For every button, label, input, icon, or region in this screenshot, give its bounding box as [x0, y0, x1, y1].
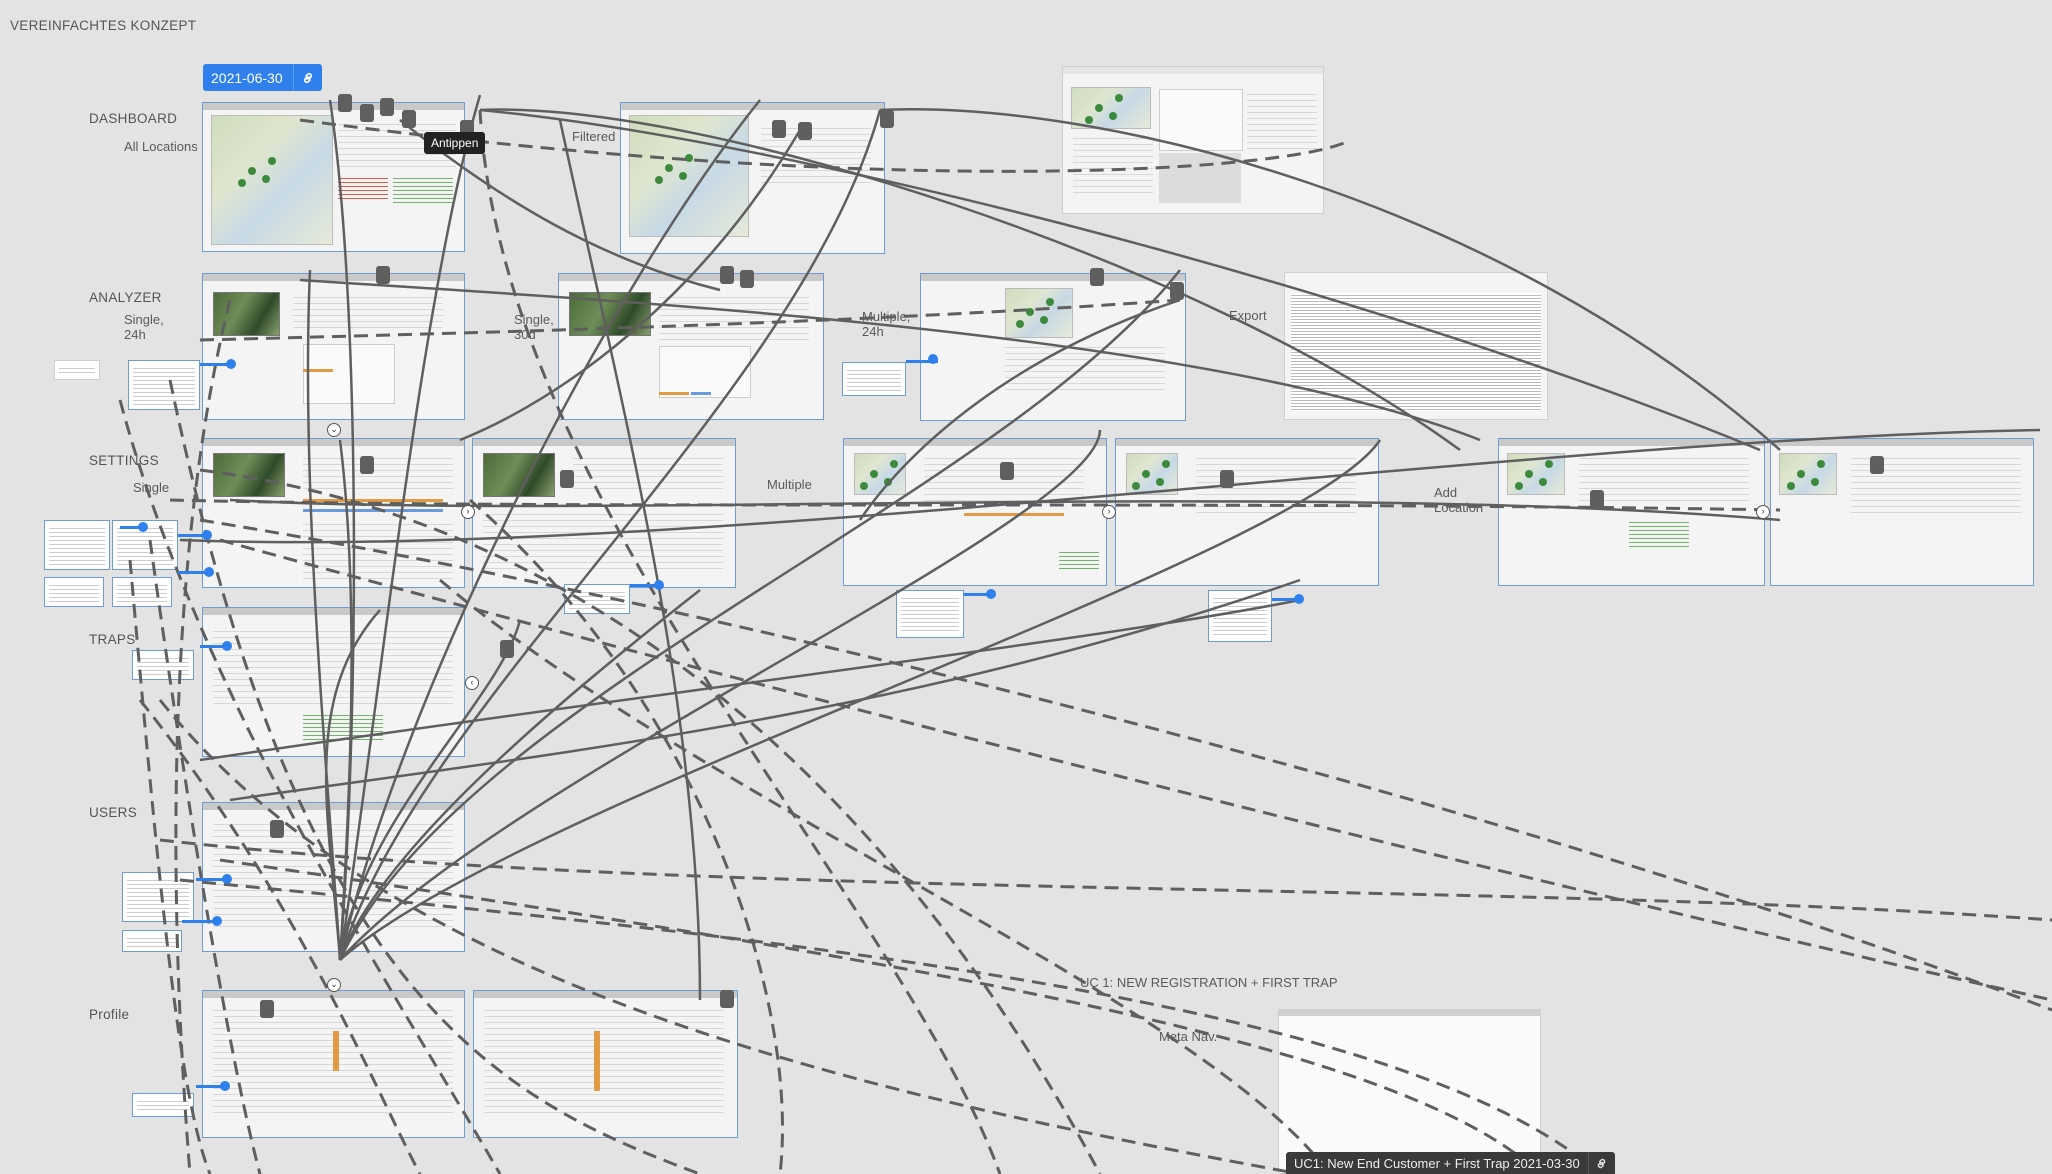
screen-settings-add-location-1[interactable] — [1498, 438, 1765, 586]
connector-plug-icon[interactable] — [880, 110, 894, 128]
link-handle-line — [178, 534, 206, 537]
frame-date-label[interactable]: 2021-06-30 — [203, 64, 322, 91]
overlay-note[interactable] — [44, 520, 110, 570]
connector-plug-icon[interactable] — [376, 266, 390, 284]
link-handle-line — [906, 360, 938, 363]
chevron-right-icon[interactable]: › — [1756, 505, 1770, 519]
link-handle-line — [200, 645, 226, 648]
connector-plug-icon[interactable] — [1870, 456, 1884, 474]
connector-plug-icon[interactable] — [380, 98, 394, 116]
overlay-note[interactable] — [1208, 590, 1272, 642]
link-handle-line — [1272, 598, 1298, 601]
connector-plug-icon[interactable] — [720, 266, 734, 284]
link-icon[interactable] — [292, 64, 322, 91]
link-handle-line — [200, 363, 230, 366]
annotation-all-locations: All Locations — [124, 139, 198, 154]
overlay-note[interactable] — [842, 362, 906, 396]
link-handle-line — [120, 526, 142, 529]
chevron-right-icon[interactable]: › — [1102, 505, 1116, 519]
link-handle-line — [964, 593, 992, 596]
screen-traps[interactable] — [202, 607, 465, 757]
screen-dashboard-all-locations[interactable] — [202, 102, 465, 252]
screen-settings-single-2[interactable] — [472, 438, 736, 588]
screen-analyzer-single-24h[interactable] — [202, 273, 465, 420]
section-traps: TRAPS — [89, 632, 136, 647]
section-profile: Profile — [89, 1007, 130, 1022]
annotation-uc1: UC 1: NEW REGISTRATION + FIRST TRAP — [1080, 975, 1338, 990]
overlay-note[interactable] — [112, 577, 172, 607]
connector-plug-icon[interactable] — [1170, 282, 1184, 300]
section-analyzer: ANALYZER — [89, 290, 162, 305]
chevron-right-icon[interactable]: › — [461, 505, 475, 519]
connector-plug-icon[interactable] — [1220, 470, 1234, 488]
connector-plug-icon[interactable] — [270, 820, 284, 838]
overlay-note[interactable] — [132, 650, 194, 680]
chevron-down-icon[interactable]: ⌄ — [327, 423, 341, 437]
date-label-text: 2021-06-30 — [211, 69, 283, 86]
link-handle[interactable] — [204, 567, 214, 577]
connector-plug-icon[interactable] — [1090, 268, 1104, 286]
link-handle[interactable] — [220, 1081, 230, 1091]
connector-plug-icon[interactable] — [500, 640, 514, 658]
connector-plug-icon[interactable] — [740, 270, 754, 288]
overlay-note[interactable] — [564, 584, 630, 614]
screen-settings-multiple-1[interactable] — [843, 438, 1107, 586]
screen-profile-2[interactable] — [473, 990, 738, 1138]
flow-label-text: UC1: New End Customer + First Trap 2021-… — [1294, 1155, 1580, 1171]
screen-analyzer-export[interactable] — [1284, 272, 1548, 420]
screen-dashboard-detail[interactable] — [1062, 66, 1324, 214]
section-users: USERS — [89, 805, 138, 820]
annotation-meta-nav: Meta Nav. — [1159, 1029, 1218, 1044]
screen-uc1-new-registration[interactable] — [1278, 1009, 1541, 1174]
connector-plug-icon[interactable] — [402, 110, 416, 128]
link-handle[interactable] — [654, 580, 664, 590]
overlay-note[interactable] — [896, 590, 964, 638]
link-handle[interactable] — [202, 530, 212, 540]
connector-plug-icon[interactable] — [772, 120, 786, 138]
screen-analyzer-multiple-24h[interactable] — [920, 273, 1186, 421]
overlay-note[interactable] — [54, 360, 100, 380]
annotation-single: Single — [133, 480, 170, 495]
section-dashboard: DASHBOARD — [89, 111, 178, 126]
connector-plug-icon[interactable] — [1000, 462, 1014, 480]
connector-plug-icon[interactable] — [720, 990, 734, 1008]
link-handle[interactable] — [226, 359, 236, 369]
link-handle-line — [182, 920, 216, 923]
overlay-note[interactable] — [128, 360, 200, 410]
connector-plug-icon[interactable] — [338, 94, 352, 112]
link-handle-line — [630, 584, 658, 587]
chevron-down-icon[interactable]: ⌄ — [327, 978, 341, 992]
annotation-multiple: Multiple — [767, 477, 812, 492]
tooltip: Antippen — [424, 132, 486, 154]
board-title: VEREINFACHTES KONZEPT — [10, 18, 197, 33]
section-settings: SETTINGS — [89, 453, 159, 468]
screen-users[interactable] — [202, 802, 465, 952]
annotation-single-24h: Single, 24h — [124, 312, 164, 342]
link-handle[interactable] — [222, 874, 232, 884]
link-handle-line — [196, 878, 224, 881]
connector-plug-icon[interactable] — [360, 104, 374, 122]
link-handle[interactable] — [222, 641, 232, 651]
connector-plug-icon[interactable] — [360, 456, 374, 474]
chevron-left-icon[interactable]: ‹ — [465, 676, 479, 690]
connector-plug-icon[interactable] — [1590, 490, 1604, 508]
flow-label[interactable]: UC1: New End Customer + First Trap 2021-… — [1286, 1152, 1615, 1174]
link-handle-line — [196, 1085, 226, 1088]
link-handle[interactable] — [1294, 594, 1304, 604]
link-handle-line — [178, 571, 208, 574]
link-handle[interactable] — [212, 916, 222, 926]
connector-plug-icon[interactable] — [260, 1000, 274, 1018]
link-handle[interactable] — [986, 589, 996, 599]
link-icon[interactable] — [1587, 1152, 1615, 1174]
link-handle[interactable] — [138, 522, 148, 532]
screen-settings-add-location-2[interactable] — [1770, 438, 2034, 586]
overlay-note[interactable] — [44, 577, 104, 607]
connector-plug-icon[interactable] — [560, 470, 574, 488]
annotation-filtered: Filtered — [572, 129, 616, 144]
link-handle[interactable] — [928, 354, 938, 364]
connector-plug-icon[interactable] — [798, 122, 812, 140]
